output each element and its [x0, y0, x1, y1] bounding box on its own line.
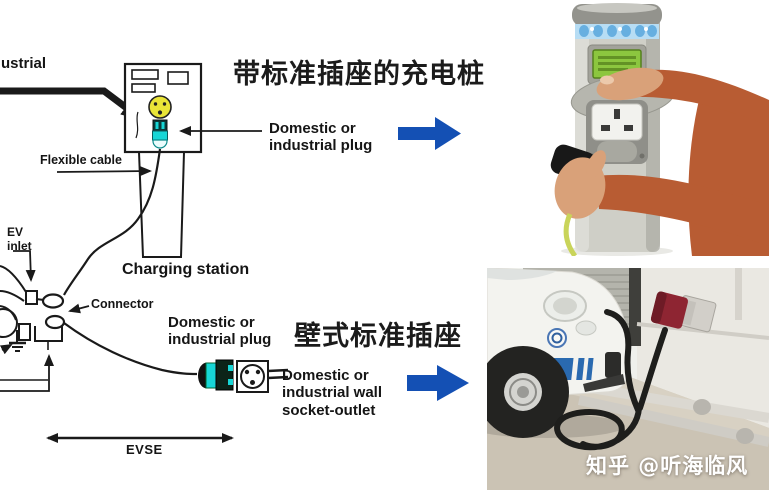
charging-station-label: Charging station: [122, 261, 250, 278]
connector-arrow: [68, 303, 90, 314]
watermark: 知乎 @听海临风: [586, 454, 749, 478]
domestic-plug-top-label: Domestic or industrial plug: [269, 120, 373, 155]
photo-car-wall-socket: [487, 268, 769, 490]
wall-socket-icon: [236, 360, 289, 393]
white-car: [487, 268, 631, 438]
connector-label: Connector: [91, 297, 154, 311]
wall-heading-cn: 壁式标准插座: [294, 321, 462, 352]
flexible-cable-label: Flexible cable: [40, 153, 122, 167]
red-plug: [650, 291, 717, 333]
wall-socket-outlet-label: Domestic or industrial wall socket-outle…: [282, 367, 383, 419]
station-plug-icon: [152, 119, 168, 149]
schematic-linework: [0, 62, 469, 443]
flexible-cable-arrow: [56, 166, 152, 177]
flexible-cable-line: [63, 148, 162, 296]
industrial-partial-label: ustrial: [1, 55, 47, 72]
evse-label: EVSE: [126, 442, 163, 457]
car-outline-icon: [0, 265, 45, 341]
hands: [554, 67, 664, 219]
photo-charging-pillar: [550, 3, 769, 256]
blue-arrow-top-icon: [398, 117, 461, 150]
domestic-plug-bottom-label: Domestic or industrial plug: [168, 314, 272, 349]
blue-arrow-bottom-icon: [407, 365, 469, 401]
charging-station-icon: [123, 62, 203, 258]
station-socket-icon: [148, 95, 172, 119]
supply-cable-line: [63, 322, 198, 376]
person: [596, 69, 769, 256]
bracket-lines: [0, 326, 63, 392]
charging-cable: [554, 309, 668, 451]
connector-icon: [41, 293, 66, 330]
ground-symbol-icon: [0, 330, 26, 355]
industrial-supply-arrow: [0, 87, 144, 121]
ev-inlet-arrow: [13, 250, 36, 282]
pillar-socket: [586, 100, 648, 164]
green-cable: [563, 212, 578, 256]
pillar-heading-cn: 带标准插座的充电桩: [233, 59, 485, 90]
ev-inlet-label: EV inlet: [7, 225, 32, 253]
domestic-plug-icon: [198, 359, 234, 391]
